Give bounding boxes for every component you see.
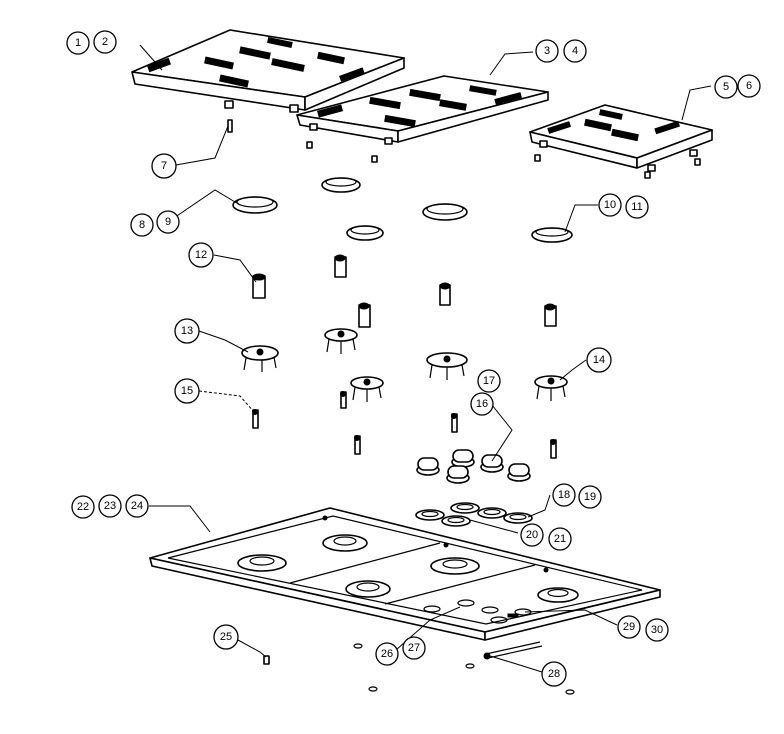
callout-11: 11 <box>625 195 649 219</box>
orifice-tube-left <box>252 273 266 299</box>
svg-text:9: 9 <box>165 216 171 228</box>
screw-25 <box>263 655 270 665</box>
svg-text:25: 25 <box>220 631 232 643</box>
hardware-under <box>353 643 575 695</box>
callout-19: 19 <box>578 485 602 509</box>
callout-8: 8 <box>130 213 154 237</box>
burner-base-center <box>426 352 468 380</box>
callout-21: 21 <box>548 527 572 551</box>
callout-17: 17 <box>477 369 501 393</box>
callout-30: 30 <box>645 618 669 642</box>
electrode-left <box>252 409 259 429</box>
svg-text:12: 12 <box>195 249 207 261</box>
svg-text:22: 22 <box>77 501 89 513</box>
callouts: 1 2 3 4 5 6 7 8 9 10 11 12 13 14 15 16 1… <box>66 30 761 687</box>
callout-29: 29 <box>617 615 641 639</box>
svg-text:7: 7 <box>161 160 167 172</box>
callout-24: 24 <box>125 494 149 518</box>
burner-cap-right <box>531 227 573 243</box>
burner-cap-large-center <box>422 203 468 221</box>
burner-cap-top-center <box>321 177 361 193</box>
electrode-right <box>550 439 557 459</box>
svg-text:27: 27 <box>408 642 420 654</box>
callout-28: 28 <box>541 661 567 687</box>
callout-1: 1 <box>66 31 90 55</box>
svg-text:17: 17 <box>483 375 495 387</box>
callout-26: 26 <box>375 642 399 666</box>
knob-3 <box>446 465 470 484</box>
callout-7: 7 <box>151 153 177 179</box>
svg-text:11: 11 <box>631 201 642 213</box>
callout-27: 27 <box>402 636 426 660</box>
svg-text:1: 1 <box>75 37 81 49</box>
svg-text:6: 6 <box>746 80 752 92</box>
svg-text:8: 8 <box>139 219 145 231</box>
electrode-center-low <box>354 435 361 455</box>
callout-10: 10 <box>598 193 622 217</box>
svg-text:30: 30 <box>651 624 663 636</box>
knob-2 <box>451 449 475 468</box>
svg-text:19: 19 <box>584 491 596 503</box>
orifice-tube-right <box>544 303 557 327</box>
svg-text:5: 5 <box>723 81 729 93</box>
svg-text:15: 15 <box>181 385 193 397</box>
burner-cap-mid-left <box>346 225 384 241</box>
cooktop-body <box>149 507 661 641</box>
burner-base-center-low <box>350 376 384 402</box>
callout-22: 22 <box>71 495 95 519</box>
screw-7 <box>306 141 701 179</box>
grate-middle <box>296 75 549 145</box>
svg-text:24: 24 <box>131 500 143 512</box>
svg-text:20: 20 <box>526 529 538 541</box>
grate-left <box>131 29 405 113</box>
grate-right <box>529 104 713 172</box>
svg-text:16: 16 <box>476 398 488 410</box>
svg-text:14: 14 <box>593 354 605 366</box>
callout-20: 20 <box>520 523 544 547</box>
svg-text:21: 21 <box>554 533 566 545</box>
knob-4 <box>480 454 504 473</box>
svg-text:28: 28 <box>548 668 560 680</box>
svg-text:13: 13 <box>181 325 193 337</box>
callout-4: 4 <box>563 39 587 63</box>
knob-1 <box>416 457 440 476</box>
svg-text:2: 2 <box>102 36 108 48</box>
orifice-tube-center-mid <box>358 302 371 328</box>
svg-text:18: 18 <box>558 489 570 501</box>
svg-text:3: 3 <box>544 45 550 57</box>
callout-5: 5 <box>714 75 738 99</box>
control-knobs <box>416 449 531 484</box>
leader-lines <box>139 44 712 673</box>
knob-5 <box>507 463 531 482</box>
callout-9: 9 <box>156 210 180 234</box>
electrode-center <box>451 413 458 433</box>
callout-23: 23 <box>98 494 122 518</box>
callout-16: 16 <box>470 392 494 416</box>
callout-12: 12 <box>188 242 214 268</box>
burner-base-center-left <box>324 328 358 354</box>
callout-15: 15 <box>174 378 200 404</box>
svg-text:29: 29 <box>623 621 635 633</box>
burner-base-right <box>534 375 568 401</box>
callout-25: 25 <box>213 624 239 650</box>
burner-base-left <box>241 345 279 372</box>
callout-6: 6 <box>737 74 761 98</box>
electrode-center-left <box>340 391 347 409</box>
callout-18: 18 <box>552 483 576 507</box>
svg-text:10: 10 <box>604 199 616 211</box>
callout-3: 3 <box>535 39 559 63</box>
burner-cap-large-left <box>232 196 278 214</box>
knob-bezels <box>415 502 533 527</box>
svg-text:23: 23 <box>104 500 116 512</box>
svg-text:26: 26 <box>381 648 393 660</box>
callout-14: 14 <box>586 347 612 373</box>
callout-13: 13 <box>174 318 200 344</box>
callout-2: 2 <box>93 30 117 54</box>
orifice-tube-center <box>439 282 451 306</box>
grate-leg-screw-left <box>227 119 233 133</box>
orifice-tube-center-top <box>334 254 347 278</box>
svg-text:4: 4 <box>572 45 578 57</box>
